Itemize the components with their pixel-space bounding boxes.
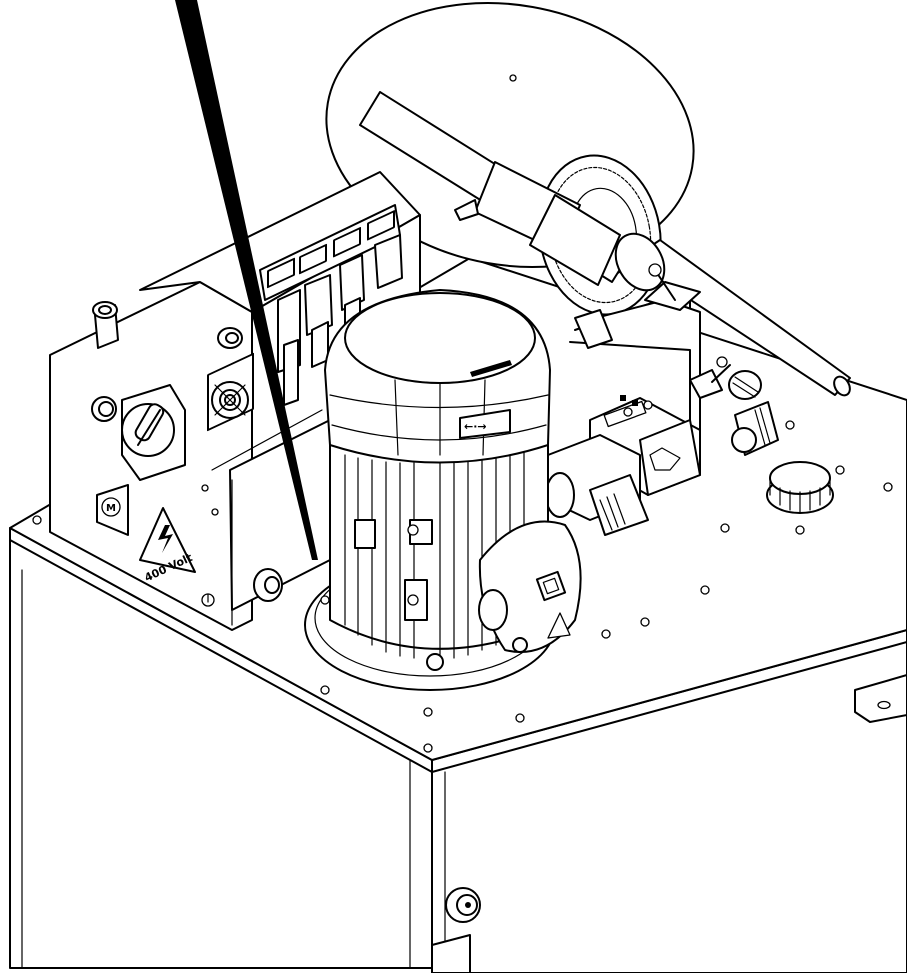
rest-clamp [574,309,613,349]
main-switch[interactable] [121,384,186,481]
arrow-plate-text: ←·→ [464,420,487,433]
plate-edge [9,539,907,773]
foot-bracket-front [431,934,471,973]
cable-gland [92,301,119,349]
tool-holder [589,395,701,496]
solenoid-4 [374,234,403,289]
knurled-knob-side [731,401,779,456]
clamp-lever [644,263,701,311]
rotation-arrow-plate: ←·→ [459,409,511,439]
work-rest [359,91,851,456]
indicator-lamp [91,396,117,422]
svg-text:M: M [106,503,116,514]
guard-block-2 [529,194,621,286]
fan-grille [207,352,254,432]
solenoid-1 [277,289,301,406]
foot-bracket [854,674,907,723]
fan-cover-top [344,292,536,384]
drain-plug [445,887,481,923]
electric-motor: ←·→ [304,289,582,691]
motor-coupling [545,434,649,536]
side-knob[interactable] [253,568,283,602]
signal-lamp [217,327,243,349]
clamp-lever-2 [689,356,731,399]
solenoid-2 [304,274,333,368]
filler-cap [766,461,834,514]
terminal-box [478,520,582,653]
leader-pointer [175,0,318,560]
manufacturer-logo: M [96,484,129,536]
knurled-knob-upper [728,370,762,400]
